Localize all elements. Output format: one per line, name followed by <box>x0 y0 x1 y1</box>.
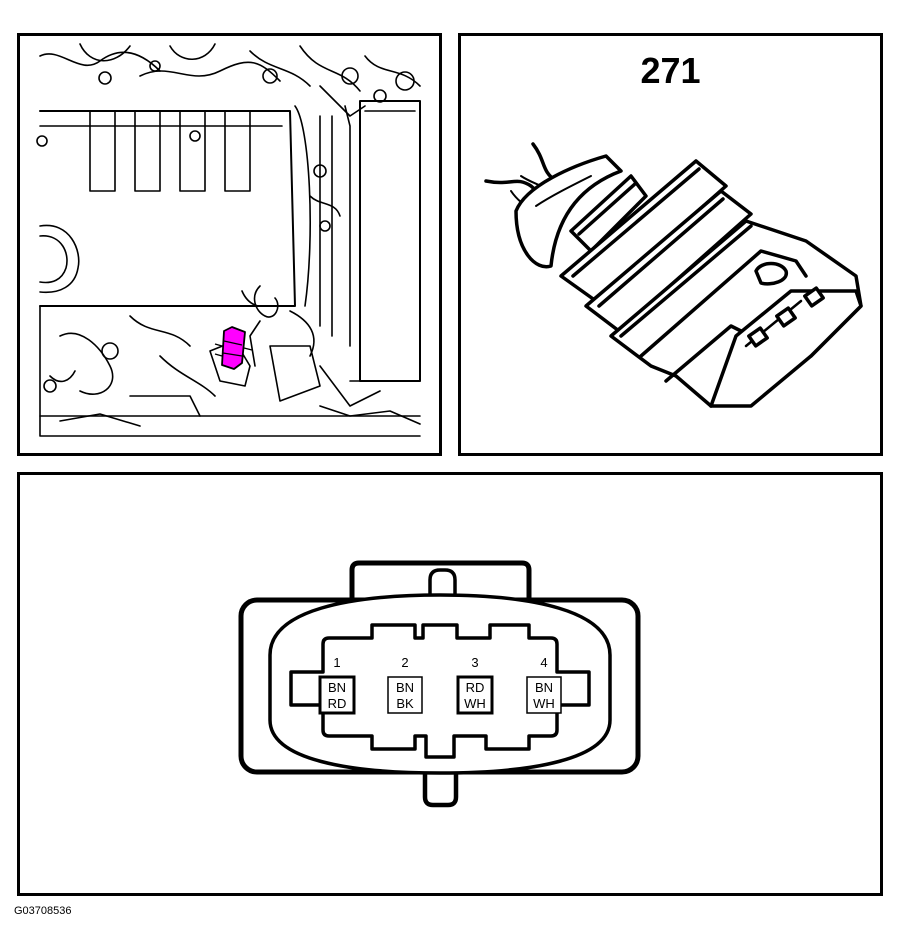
pin-3-wire-color-1: RD <box>466 680 485 695</box>
pin-1: 1 BN RD <box>318 655 356 715</box>
sensor-location-highlight <box>221 326 246 370</box>
pin-2-wire-color-1: BN <box>396 680 414 695</box>
pin-2-wire-color-2: BK <box>396 696 414 711</box>
component-number: 271 <box>640 50 701 91</box>
pin-3-wire-color-2: WH <box>464 696 486 711</box>
pin-1-wire-color-1: BN <box>328 680 346 695</box>
connector-face-diagram: 1 BN RD 2 BN BK 3 RD WH 4 BN WH <box>238 560 641 808</box>
engine-location-panel <box>17 33 442 456</box>
pin-1-number: 1 <box>333 655 340 670</box>
connector-view-panel: 271 <box>458 33 883 456</box>
pin-4-wire-color-1: BN <box>535 680 553 695</box>
pin-4: 4 BN WH <box>526 655 562 714</box>
pin-3-number: 3 <box>471 655 478 670</box>
engine-bay-illustration <box>36 43 421 437</box>
pin-1-wire-color-2: RD <box>328 696 347 711</box>
pin-4-number: 4 <box>540 655 547 670</box>
pin-2: 2 BN BK <box>387 655 423 714</box>
figure-code: G03708536 <box>14 905 72 917</box>
pin-3: 3 RD WH <box>456 655 494 715</box>
connector-illustration <box>484 142 863 408</box>
pin-2-number: 2 <box>401 655 408 670</box>
pinout-panel: 1 BN RD 2 BN BK 3 RD WH 4 BN WH <box>17 472 883 896</box>
pin-4-wire-color-2: WH <box>533 696 555 711</box>
